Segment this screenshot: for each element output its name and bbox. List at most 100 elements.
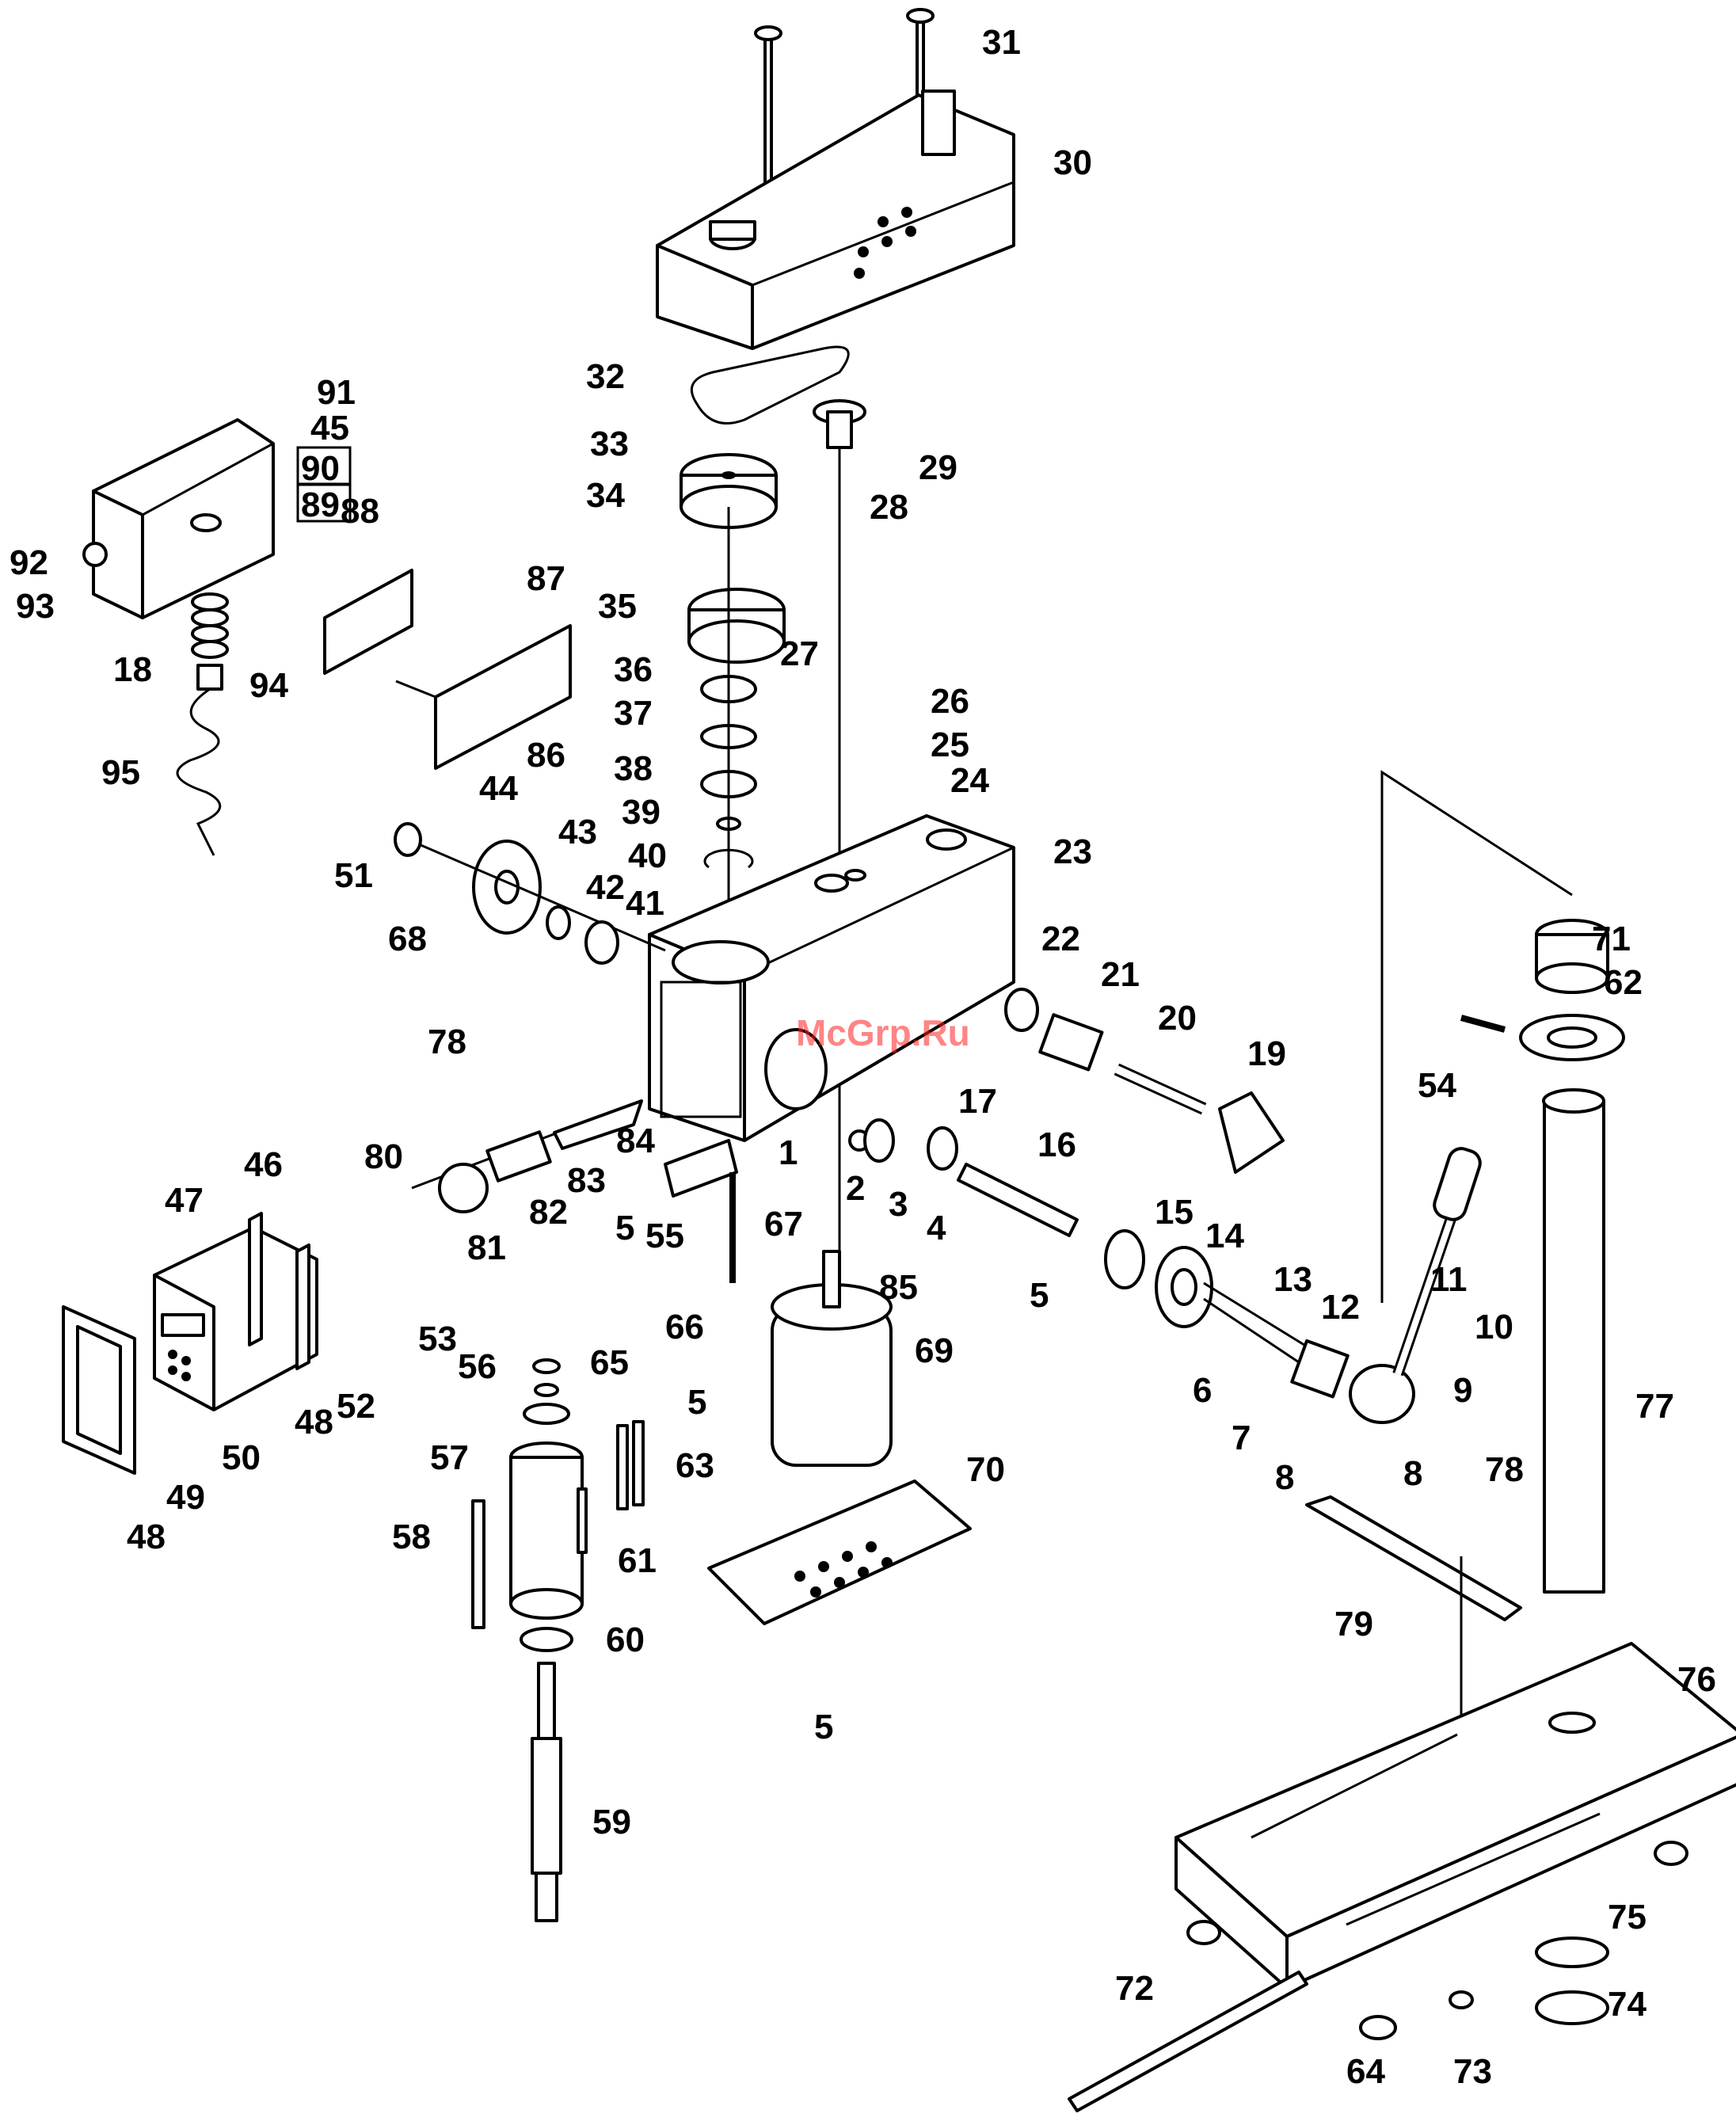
callout-5b: 5 bbox=[1030, 1276, 1049, 1315]
part-73-75-74-nuts bbox=[1450, 1938, 1608, 2024]
callout-9: 9 bbox=[1453, 1371, 1472, 1410]
part-95-power-cord bbox=[177, 665, 222, 855]
callout-85: 85 bbox=[879, 1268, 918, 1307]
callout-48a: 48 bbox=[295, 1403, 333, 1441]
part-94-cover-plate bbox=[325, 570, 412, 673]
callout-14: 14 bbox=[1205, 1217, 1244, 1255]
callout-29: 29 bbox=[919, 448, 957, 487]
callout-35: 35 bbox=[598, 587, 637, 626]
callout-5c: 5 bbox=[687, 1383, 706, 1422]
part-7-9-handle-hub bbox=[1292, 1341, 1414, 1422]
callout-58: 58 bbox=[392, 1518, 431, 1556]
callout-7: 7 bbox=[1232, 1419, 1251, 1457]
callout-60: 60 bbox=[606, 1620, 645, 1659]
callout-84: 84 bbox=[616, 1122, 655, 1160]
callout-68: 68 bbox=[388, 920, 427, 958]
callout-56: 56 bbox=[458, 1347, 497, 1386]
callout-31: 31 bbox=[982, 23, 1021, 62]
callout-61: 61 bbox=[618, 1541, 657, 1580]
part-50-switch-box bbox=[154, 1228, 317, 1410]
callout-17: 17 bbox=[958, 1082, 997, 1121]
callout-64: 64 bbox=[1346, 2052, 1385, 2091]
callout-78b: 78 bbox=[1485, 1450, 1524, 1489]
callout-25: 25 bbox=[931, 725, 969, 764]
callout-30: 30 bbox=[1053, 143, 1092, 182]
callout-66: 66 bbox=[665, 1308, 704, 1346]
part-63-gibs bbox=[618, 1422, 643, 1509]
callout-78a: 78 bbox=[428, 1023, 466, 1061]
callout-44: 44 bbox=[479, 769, 518, 808]
callout-38: 38 bbox=[614, 749, 653, 788]
callout-24: 24 bbox=[950, 761, 989, 800]
callout-49: 49 bbox=[166, 1478, 205, 1517]
callout-45: 45 bbox=[310, 409, 349, 447]
callout-27: 27 bbox=[780, 634, 819, 673]
callout-1: 1 bbox=[779, 1133, 798, 1172]
part-54-screw bbox=[1461, 1018, 1505, 1030]
part-72-strip bbox=[1069, 1972, 1307, 2111]
part-30-belt-guard bbox=[657, 91, 1014, 348]
callout-42: 42 bbox=[586, 868, 625, 907]
callout-86: 86 bbox=[527, 736, 565, 775]
callout-47: 47 bbox=[165, 1181, 204, 1220]
callout-69: 69 bbox=[915, 1331, 954, 1370]
part-22-21-bushings bbox=[1006, 989, 1102, 1069]
callout-33: 33 bbox=[590, 425, 629, 463]
part-60-bearing bbox=[521, 1628, 572, 1651]
part-19-knob bbox=[1220, 1093, 1283, 1172]
callout-32: 32 bbox=[586, 357, 625, 396]
callout-51: 51 bbox=[334, 856, 373, 895]
callout-16: 16 bbox=[1037, 1125, 1076, 1164]
callout-87: 87 bbox=[527, 559, 565, 598]
callout-77: 77 bbox=[1635, 1387, 1674, 1426]
callout-37: 37 bbox=[614, 694, 653, 733]
callout-55: 55 bbox=[645, 1217, 684, 1255]
callout-12: 12 bbox=[1321, 1288, 1360, 1327]
callout-4: 4 bbox=[927, 1209, 946, 1247]
callout-6: 6 bbox=[1193, 1371, 1212, 1410]
part-77-column bbox=[1544, 1090, 1604, 1592]
callout-5d: 5 bbox=[814, 1708, 833, 1746]
callout-94: 94 bbox=[249, 666, 288, 705]
callout-74: 74 bbox=[1608, 1985, 1647, 2024]
callout-65: 65 bbox=[590, 1343, 629, 1382]
callout-13: 13 bbox=[1273, 1260, 1312, 1299]
callout-34: 34 bbox=[586, 476, 625, 515]
callout-63: 63 bbox=[676, 1446, 714, 1485]
callout-90: 90 bbox=[301, 449, 340, 488]
callout-57: 57 bbox=[430, 1438, 469, 1477]
part-69-motor bbox=[772, 1251, 891, 1465]
callout-88: 88 bbox=[341, 492, 379, 531]
part-20-shaft bbox=[1117, 1069, 1204, 1109]
callout-28: 28 bbox=[870, 488, 908, 527]
callout-5a: 5 bbox=[615, 1209, 634, 1247]
part-49-frame bbox=[63, 1307, 135, 1473]
callout-23: 23 bbox=[1053, 832, 1092, 871]
callout-54: 54 bbox=[1418, 1066, 1456, 1105]
callout-50: 50 bbox=[222, 1438, 261, 1477]
callout-91: 91 bbox=[317, 373, 356, 412]
callout-3: 3 bbox=[889, 1185, 908, 1224]
callout-95: 95 bbox=[101, 753, 140, 792]
callout-18: 18 bbox=[113, 650, 152, 689]
callout-79: 79 bbox=[1334, 1605, 1373, 1643]
callout-72: 72 bbox=[1115, 1969, 1154, 2008]
callout-83: 83 bbox=[567, 1161, 606, 1200]
callout-8b: 8 bbox=[1403, 1454, 1422, 1493]
callout-8a: 8 bbox=[1275, 1458, 1294, 1497]
callout-73: 73 bbox=[1453, 2052, 1492, 2091]
callout-80: 80 bbox=[364, 1137, 403, 1176]
callout-40: 40 bbox=[628, 836, 667, 875]
callout-20: 20 bbox=[1158, 999, 1197, 1038]
callout-92: 92 bbox=[10, 543, 48, 582]
callout-53: 53 bbox=[418, 1320, 457, 1358]
watermark: McGrp.Ru bbox=[796, 1012, 970, 1053]
callout-10: 10 bbox=[1475, 1308, 1513, 1346]
part-35-spindle-pulley bbox=[689, 589, 784, 662]
callout-41: 41 bbox=[626, 884, 664, 923]
part-80-83-rack bbox=[412, 1101, 641, 1212]
callout-71: 71 bbox=[1592, 920, 1631, 958]
callout-52: 52 bbox=[337, 1387, 375, 1426]
part-28-motor-pulley bbox=[814, 401, 865, 1251]
